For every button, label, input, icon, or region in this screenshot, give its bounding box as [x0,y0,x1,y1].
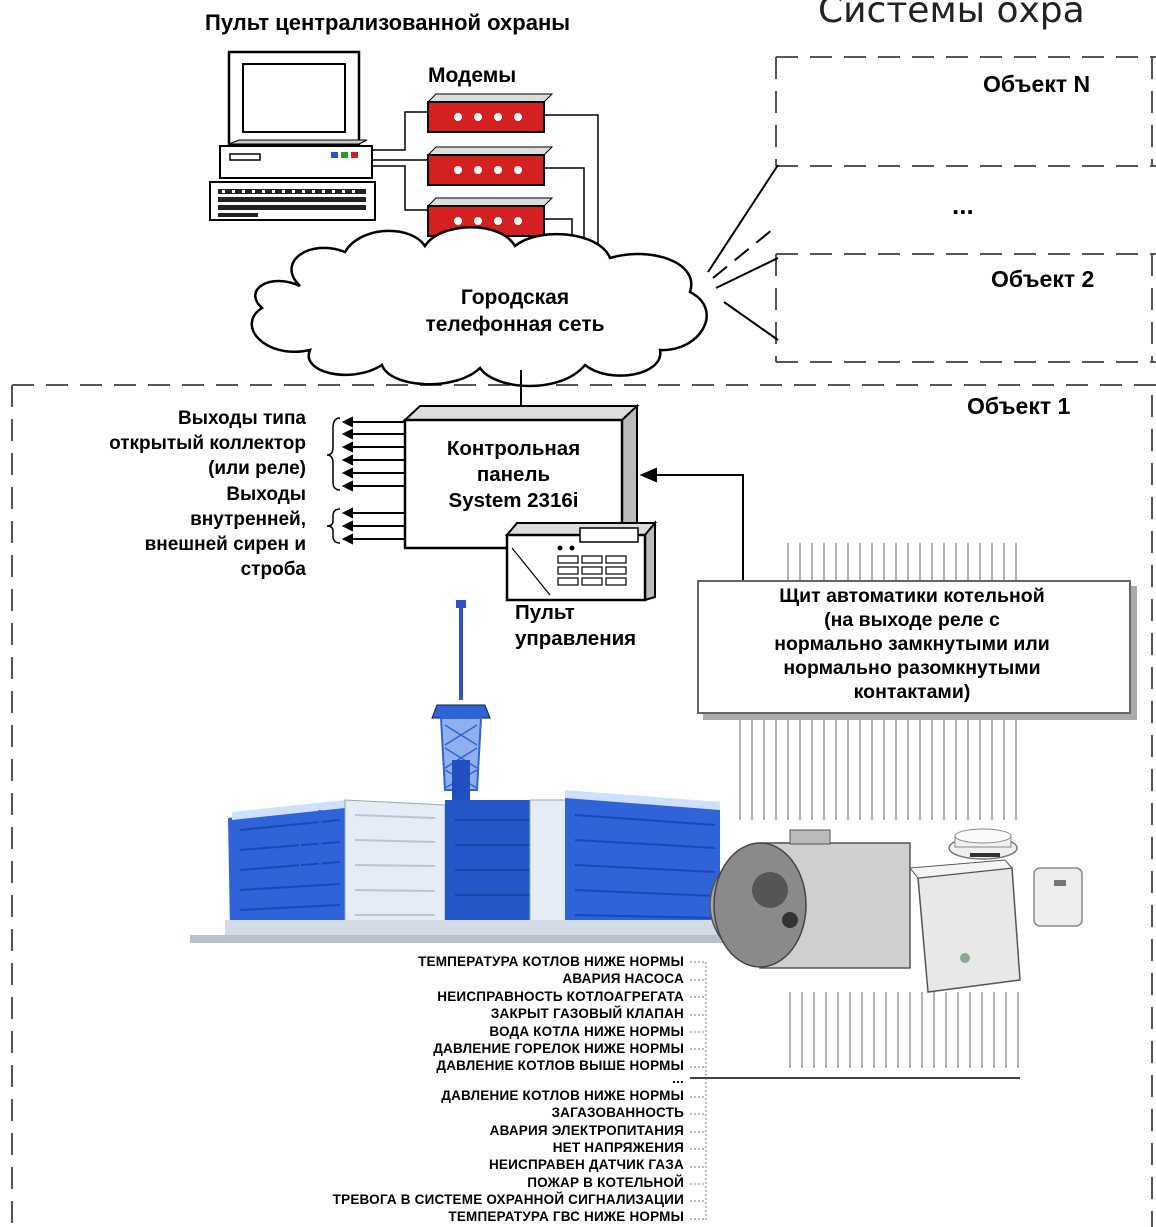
input-link [639,467,744,580]
signal-item: ДАВЛЕНИЕ КОТЛОВ НИЖЕ НОРМЫ [441,1087,684,1103]
boiler-equipment-illustration [709,828,1083,993]
boiler-panel-line: контактами) [853,681,971,703]
object-n-frame [775,56,1156,167]
signal-item: АВАРИЯ ЭЛЕКТРОПИТАНИЯ [489,1122,684,1138]
output-arrows [341,416,405,545]
outputs-label-line: Выходы типа [178,408,306,429]
boiler-panel-line: нормально разомкнутыми [783,657,1041,679]
brace [326,417,341,544]
keypad-label-line: Пульт [515,601,575,624]
wire-bundle-upper [787,543,1017,580]
modems [426,93,554,237]
object-n-label: Объект N [983,71,1091,97]
signal-item: НЕТ НАПРЯЖЕНИЯ [552,1139,684,1155]
object-1-label: Объект 1 [967,393,1071,419]
control-panel-label-line: панель [476,463,551,486]
signal-item: ЗАКРЫТ ГАЗОВЫЙ КЛАПАН [490,1006,684,1022]
keypad-icon [504,520,658,602]
siren-outputs-label: Выходы внутренней, внешней сирен и строб… [145,482,306,582]
modem-icon [426,93,554,133]
outputs-label-line: внешней сирен и [144,534,306,555]
boiler-house-building-illustration [190,600,750,943]
signal-item: ДАВЛЕНИЕ ГОРЕЛОК НИЖЕ НОРМЫ [433,1040,684,1056]
signal-list: ТЕМПЕРАТУРА КОТЛОВ НИЖЕ НОРМЫ АВАРИЯ НАС… [333,953,684,1226]
signal-item: АВАРИЯ НАСОСА [562,971,684,987]
outputs-label-line: строба [240,559,306,580]
network-label-line: Городская [460,286,570,309]
signal-item: ТРЕВОГА В СИСТЕМЕ ОХРАННОЙ СИГНАЛИЗАЦИИ [332,1192,684,1208]
modem-icon [426,146,554,186]
telephone-network-cloud [250,226,708,388]
wire-bundle-lower [690,992,1020,1079]
signal-item: ДАВЛЕНИЕ КОТЛОВ ВЫШЕ НОРМЫ [436,1058,684,1074]
signal-connector [690,961,707,1220]
wire-bundle-middle [739,712,1017,820]
keypad-label: Пульт управления [515,600,636,652]
central-station-title: Пульт централизованной охраны [205,10,571,35]
signal-item: ЗАГАЗОВАННОСТЬ [551,1105,684,1121]
outputs-label-line: Выходы [226,484,306,505]
boiler-automation-panel-label: Щит автоматики котельной (на выходе реле… [697,584,1127,704]
page-title: Системы охра [818,0,1085,31]
object-1-frame [11,384,1156,1227]
object-2-label: Объект 2 [991,266,1095,292]
outputs-label-line: (или реле) [208,458,306,479]
boiler-panel-line: Щит автоматики котельной [779,585,1045,607]
signal-item: ПОЖАР В КОТЕЛЬНОЙ [527,1174,684,1190]
open-collector-outputs-label: Выходы типа открытый коллектор (или реле… [109,406,306,481]
boiler-panel-line: нормально замкнутыми или [774,633,1050,655]
control-panel-label-line: Контрольная [446,437,581,460]
modems-label: Модемы [428,64,517,87]
object-2-frame [775,253,1156,363]
signal-item: НЕИСПРАВНОСТЬ КОТЛОАГРЕГАТА [437,988,684,1004]
boiler-automation-panel [697,580,1131,714]
computer-icon [209,50,376,221]
telephone-network-label: Городская телефонная сеть [380,284,650,338]
control-panel-label: Контрольная панель System 2316i [405,436,622,514]
network-links [707,164,779,341]
object-ellipsis: ... [952,190,974,220]
network-label-line: телефонная сеть [425,313,605,336]
boiler-panel-line: (на выходе реле с [824,609,1000,631]
signal-item: НЕИСПРАВЕН ДАТЧИК ГАЗА [488,1157,684,1173]
signal-item: ТЕМПЕРАТУРА КОТЛОВ НИЖЕ НОРМЫ [418,954,684,969]
control-panel-label-line: System 2316i [448,489,579,512]
signal-item: ВОДА КОТЛА НИЖЕ НОРМЫ [489,1023,684,1039]
outputs-label-line: внутренней, [190,509,306,530]
keypad-label-line: управления [515,627,637,650]
signal-item: ТЕМПЕРАТУРА ГВС НИЖЕ НОРМЫ [448,1209,684,1225]
signal-item: ... [672,1070,684,1086]
outputs-label-line: открытый коллектор [109,433,306,454]
